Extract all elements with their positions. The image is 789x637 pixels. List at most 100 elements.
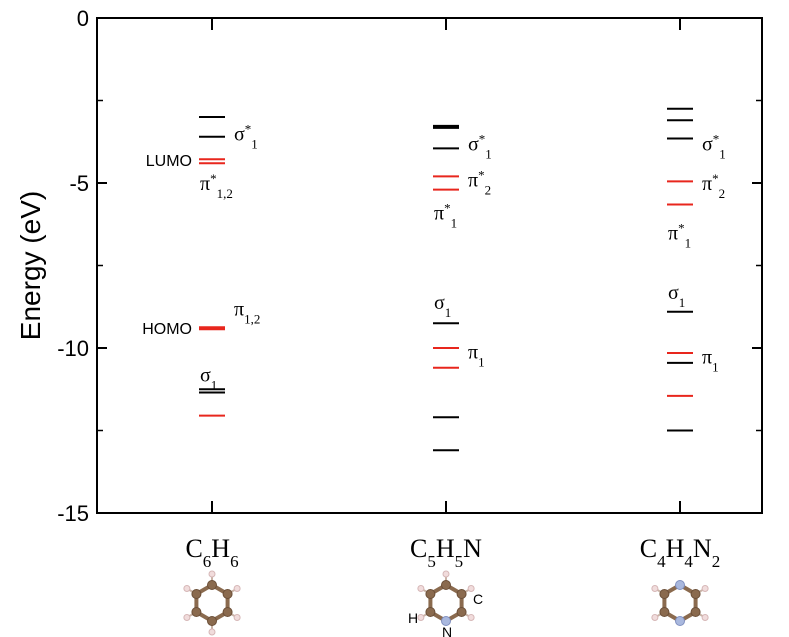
homo-label: HOMO bbox=[142, 321, 192, 338]
orbital-label-part: σ bbox=[668, 282, 679, 304]
y-tick-label: 0 bbox=[77, 6, 89, 31]
orbital-label-part: * bbox=[210, 171, 217, 186]
molecule-formula-part: 5 bbox=[455, 552, 464, 571]
molecule-structure bbox=[651, 580, 709, 626]
orbital-label: σ*1 bbox=[468, 131, 492, 161]
orbital-label-part: σ bbox=[468, 133, 479, 155]
molecule-formula: C6H6 bbox=[185, 534, 238, 571]
molecule-formula-part: H bbox=[211, 534, 230, 563]
plot-frame bbox=[96, 17, 763, 514]
molecule-structure: H N C bbox=[408, 570, 483, 637]
orbital-label-part: σ bbox=[234, 124, 245, 146]
carbon-atom bbox=[207, 580, 217, 590]
molecule-formula-part: H bbox=[436, 534, 455, 563]
molecule-formula-part: C bbox=[640, 534, 657, 563]
nitrogen-atom bbox=[675, 616, 685, 626]
molecule-structure bbox=[183, 570, 241, 636]
orbital-label: σ1 bbox=[668, 282, 685, 310]
orbital-label-part: π bbox=[468, 341, 478, 363]
orbital-label-part: σ bbox=[434, 292, 445, 314]
orbital-labels: σ*1π*1,2π1,2σ1LUMOHOMOσ*1π*2π*1σ1π1σ*1π*… bbox=[142, 121, 726, 392]
carbon-atom bbox=[425, 607, 436, 617]
orbital-label: π*1 bbox=[434, 200, 457, 230]
molecule-formula-part: N bbox=[693, 534, 712, 563]
orbital-label: π1 bbox=[702, 346, 719, 374]
hydrogen-atom bbox=[651, 614, 659, 621]
carbon-atom bbox=[441, 580, 451, 590]
orbital-label-part: * bbox=[678, 220, 685, 235]
orbital-label: σ1 bbox=[434, 292, 451, 320]
orbital-label-part: 1 bbox=[451, 215, 458, 230]
molecule-formula-part: 6 bbox=[230, 552, 239, 571]
orbital-label-part: 1 bbox=[719, 146, 726, 161]
hydrogen-atom bbox=[233, 614, 241, 621]
molecule-formula-part: C bbox=[185, 534, 202, 563]
orbital-label-part: π bbox=[668, 223, 678, 245]
orbital-label-part: * bbox=[444, 200, 451, 215]
hydrogen-atom bbox=[701, 585, 709, 592]
hydrogen-atom bbox=[467, 585, 475, 592]
orbital-label: π1 bbox=[468, 341, 485, 369]
carbon-atom bbox=[191, 607, 202, 617]
orbital-label-part: 2 bbox=[719, 186, 726, 201]
molecule-formula-part: 4 bbox=[657, 552, 666, 571]
y-axis-title: Energy (eV) bbox=[15, 191, 46, 340]
molecule-formula-part: 6 bbox=[203, 552, 212, 571]
orbital-label-part: 1 bbox=[712, 359, 719, 374]
lumo-label: LUMO bbox=[146, 153, 192, 170]
orbital-label-part: 1,2 bbox=[244, 311, 260, 326]
hydrogen-atom bbox=[651, 585, 659, 592]
molecule-formula-part: 5 bbox=[427, 552, 436, 571]
molecule-formula: C5H5N bbox=[410, 534, 482, 571]
carbon-atom bbox=[690, 589, 701, 599]
energy-levels bbox=[199, 107, 693, 452]
nitrogen-atom bbox=[441, 616, 451, 626]
orbital-label-part: * bbox=[479, 131, 486, 146]
carbon-atom bbox=[207, 616, 217, 626]
orbital-label-part: * bbox=[712, 171, 719, 186]
hydrogen-atom bbox=[183, 585, 191, 592]
molecule-formula-part: N bbox=[463, 534, 482, 563]
orbital-label-part: π bbox=[200, 173, 210, 195]
carbon-atom bbox=[456, 589, 467, 599]
atom-label: C bbox=[473, 591, 483, 607]
orbital-label: π*1,2 bbox=[200, 171, 233, 201]
atom-label: N bbox=[442, 624, 452, 637]
orbital-label-part: π bbox=[468, 170, 478, 192]
orbital-label-part: 1,2 bbox=[217, 186, 233, 201]
y-tick-label: -10 bbox=[57, 336, 89, 361]
orbital-label-part: * bbox=[713, 131, 720, 146]
orbital-label: π*1 bbox=[668, 220, 691, 250]
orbital-label-part: * bbox=[245, 121, 252, 136]
orbital-label-part: σ bbox=[200, 364, 211, 386]
hydrogen-atom bbox=[442, 570, 450, 578]
molecule-formula-part: 2 bbox=[712, 552, 721, 571]
orbital-label-part: π bbox=[702, 173, 712, 195]
orbital-label-part: 1 bbox=[251, 136, 258, 151]
y-tick-label: -15 bbox=[57, 501, 89, 526]
carbon-atom bbox=[659, 607, 670, 617]
carbon-atom bbox=[222, 589, 233, 599]
hydrogen-atom bbox=[233, 585, 241, 592]
hydrogen-atom bbox=[701, 614, 709, 621]
orbital-label-part: σ bbox=[702, 133, 713, 155]
orbital-label: σ1 bbox=[200, 364, 217, 392]
molecule-formula-part: H bbox=[666, 534, 685, 563]
orbital-label-part: 1 bbox=[445, 304, 452, 319]
orbital-label-part: π bbox=[234, 298, 244, 320]
orbital-label: σ*1 bbox=[702, 131, 726, 161]
carbon-atom bbox=[659, 589, 670, 599]
hydrogen-atom bbox=[417, 585, 425, 592]
atom-label: H bbox=[408, 610, 418, 626]
orbital-label: π1,2 bbox=[234, 298, 260, 326]
nitrogen-atom bbox=[675, 580, 685, 590]
orbital-label-part: * bbox=[478, 167, 485, 182]
carbon-atom bbox=[425, 589, 436, 599]
hydrogen-atom bbox=[467, 614, 475, 621]
orbital-label: π*2 bbox=[468, 167, 491, 197]
hydrogen-atom bbox=[208, 628, 216, 636]
orbital-label-part: 1 bbox=[679, 294, 686, 309]
